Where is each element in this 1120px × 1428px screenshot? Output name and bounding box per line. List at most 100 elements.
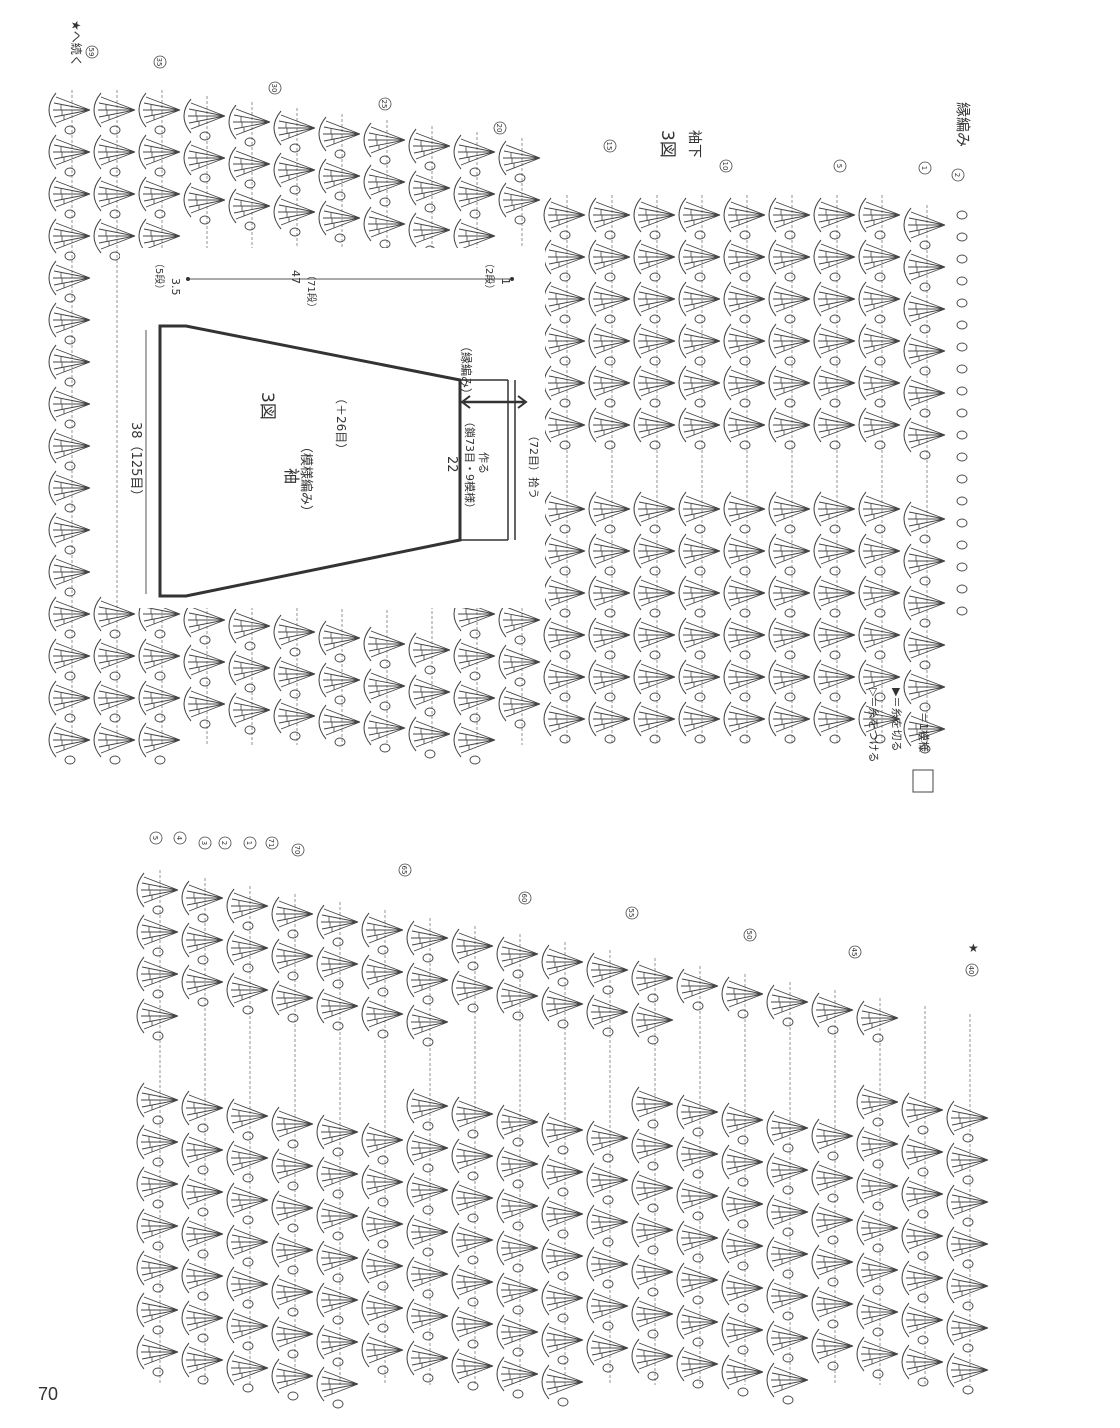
shell-stitch — [649, 314, 661, 324]
fan-stitch — [678, 365, 721, 401]
shell-stitch — [467, 1213, 479, 1223]
page-number: 70 — [38, 1384, 58, 1404]
fan-stitch — [813, 701, 856, 737]
fan-stitch — [136, 956, 179, 992]
fan-stitch — [811, 1286, 854, 1322]
fan-stitch — [451, 970, 494, 1006]
fan-stitch — [361, 1164, 404, 1200]
shell-stitch — [692, 1337, 704, 1347]
shell-stitch — [512, 1221, 524, 1231]
fan-stitch — [766, 1278, 809, 1314]
fan-stitch — [901, 1176, 944, 1212]
fan-stitch — [453, 680, 496, 716]
fan-stitch — [633, 407, 676, 443]
shell-stitch — [287, 1349, 299, 1359]
fan-stitch — [856, 1126, 899, 1162]
shell-stitch — [782, 1185, 794, 1195]
svg-text:50: 50 — [745, 931, 753, 940]
fan-stitch — [721, 1144, 764, 1180]
svg-text:20: 20 — [495, 124, 503, 133]
legend-attach: ▷＝糸をつける — [867, 688, 880, 762]
shell-stitch — [287, 1265, 299, 1275]
shell-stitch — [829, 608, 841, 618]
fan-stitch — [48, 134, 91, 170]
fan-stitch — [901, 1092, 944, 1128]
shell-stitch — [332, 1273, 344, 1283]
fan-stitch — [138, 134, 181, 170]
shell-stitch — [956, 232, 968, 242]
shell-stitch — [559, 230, 571, 240]
shell-stitch — [784, 650, 796, 660]
fan-stitch — [541, 986, 584, 1022]
shell-stitch — [647, 1161, 659, 1171]
shell-stitch — [154, 125, 166, 135]
fan-stitch — [678, 197, 721, 233]
fan-stitch — [48, 176, 91, 212]
fan-stitch — [721, 1354, 764, 1390]
fan-stitch — [408, 674, 451, 710]
shell-stitch — [649, 524, 661, 534]
shell-stitch — [604, 398, 616, 408]
fan-stitch — [226, 930, 269, 966]
fan-stitch — [723, 407, 766, 443]
fan-stitch — [136, 1334, 179, 1370]
shell-stitch — [469, 713, 481, 723]
fan-stitch — [721, 1186, 764, 1222]
shell-stitch — [956, 408, 968, 418]
shell-stitch — [379, 743, 391, 753]
fan-stitch — [273, 110, 316, 146]
fan-stitch — [273, 194, 316, 230]
fan-stitch — [903, 501, 946, 537]
shell-stitch — [377, 1281, 389, 1291]
row-number: 71 — [265, 836, 279, 850]
svg-text:1: 1 — [245, 841, 253, 845]
svg-text:3: 3 — [200, 841, 208, 845]
shell-stitch — [784, 524, 796, 534]
shell-stitch — [602, 1195, 614, 1205]
shell-stitch — [649, 440, 661, 450]
shell-stitch — [694, 608, 706, 618]
shell-stitch — [872, 1201, 884, 1211]
shell-stitch — [467, 961, 479, 971]
fan-stitch — [903, 627, 946, 663]
fan-stitch — [676, 1136, 719, 1172]
shell-stitch — [737, 1303, 749, 1313]
shell-stitch — [242, 921, 254, 931]
fan-stitch — [93, 638, 136, 674]
shell-stitch — [956, 386, 968, 396]
shell-stitch — [244, 641, 256, 651]
fan-stitch — [946, 1184, 989, 1220]
shell-stitch — [917, 1167, 929, 1177]
shell-stitch — [469, 209, 481, 219]
shell-stitch — [784, 230, 796, 240]
fan-stitch — [633, 659, 676, 695]
fan-stitch — [541, 1112, 584, 1148]
shell-stitch — [512, 1137, 524, 1147]
shell-stitch — [694, 356, 706, 366]
shell-stitch — [199, 215, 211, 225]
shell-stitch — [559, 272, 571, 282]
fan-stitch — [678, 701, 721, 737]
svg-text:15: 15 — [605, 142, 613, 151]
shell-stitch — [422, 995, 434, 1005]
shell-stitch — [467, 1297, 479, 1307]
shell-stitch — [962, 1133, 974, 1143]
svg-text:2: 2 — [220, 841, 228, 845]
shell-stitch — [872, 1033, 884, 1043]
shell-stitch — [694, 314, 706, 324]
shell-stitch — [334, 149, 346, 159]
shell-stitch — [694, 734, 706, 744]
shell-stitch — [154, 167, 166, 177]
shell-stitch — [64, 713, 76, 723]
shell-stitch — [109, 671, 121, 681]
fan-stitch — [496, 1188, 539, 1224]
shell-stitch — [244, 179, 256, 189]
shell-stitch — [829, 440, 841, 450]
fan-stitch — [723, 701, 766, 737]
fan-stitch — [631, 1296, 674, 1332]
shell-stitch — [424, 665, 436, 675]
shell-stitch — [602, 1279, 614, 1289]
shell-stitch — [377, 1029, 389, 1039]
shell-stitch — [827, 1235, 839, 1245]
fan-stitch — [406, 962, 449, 998]
